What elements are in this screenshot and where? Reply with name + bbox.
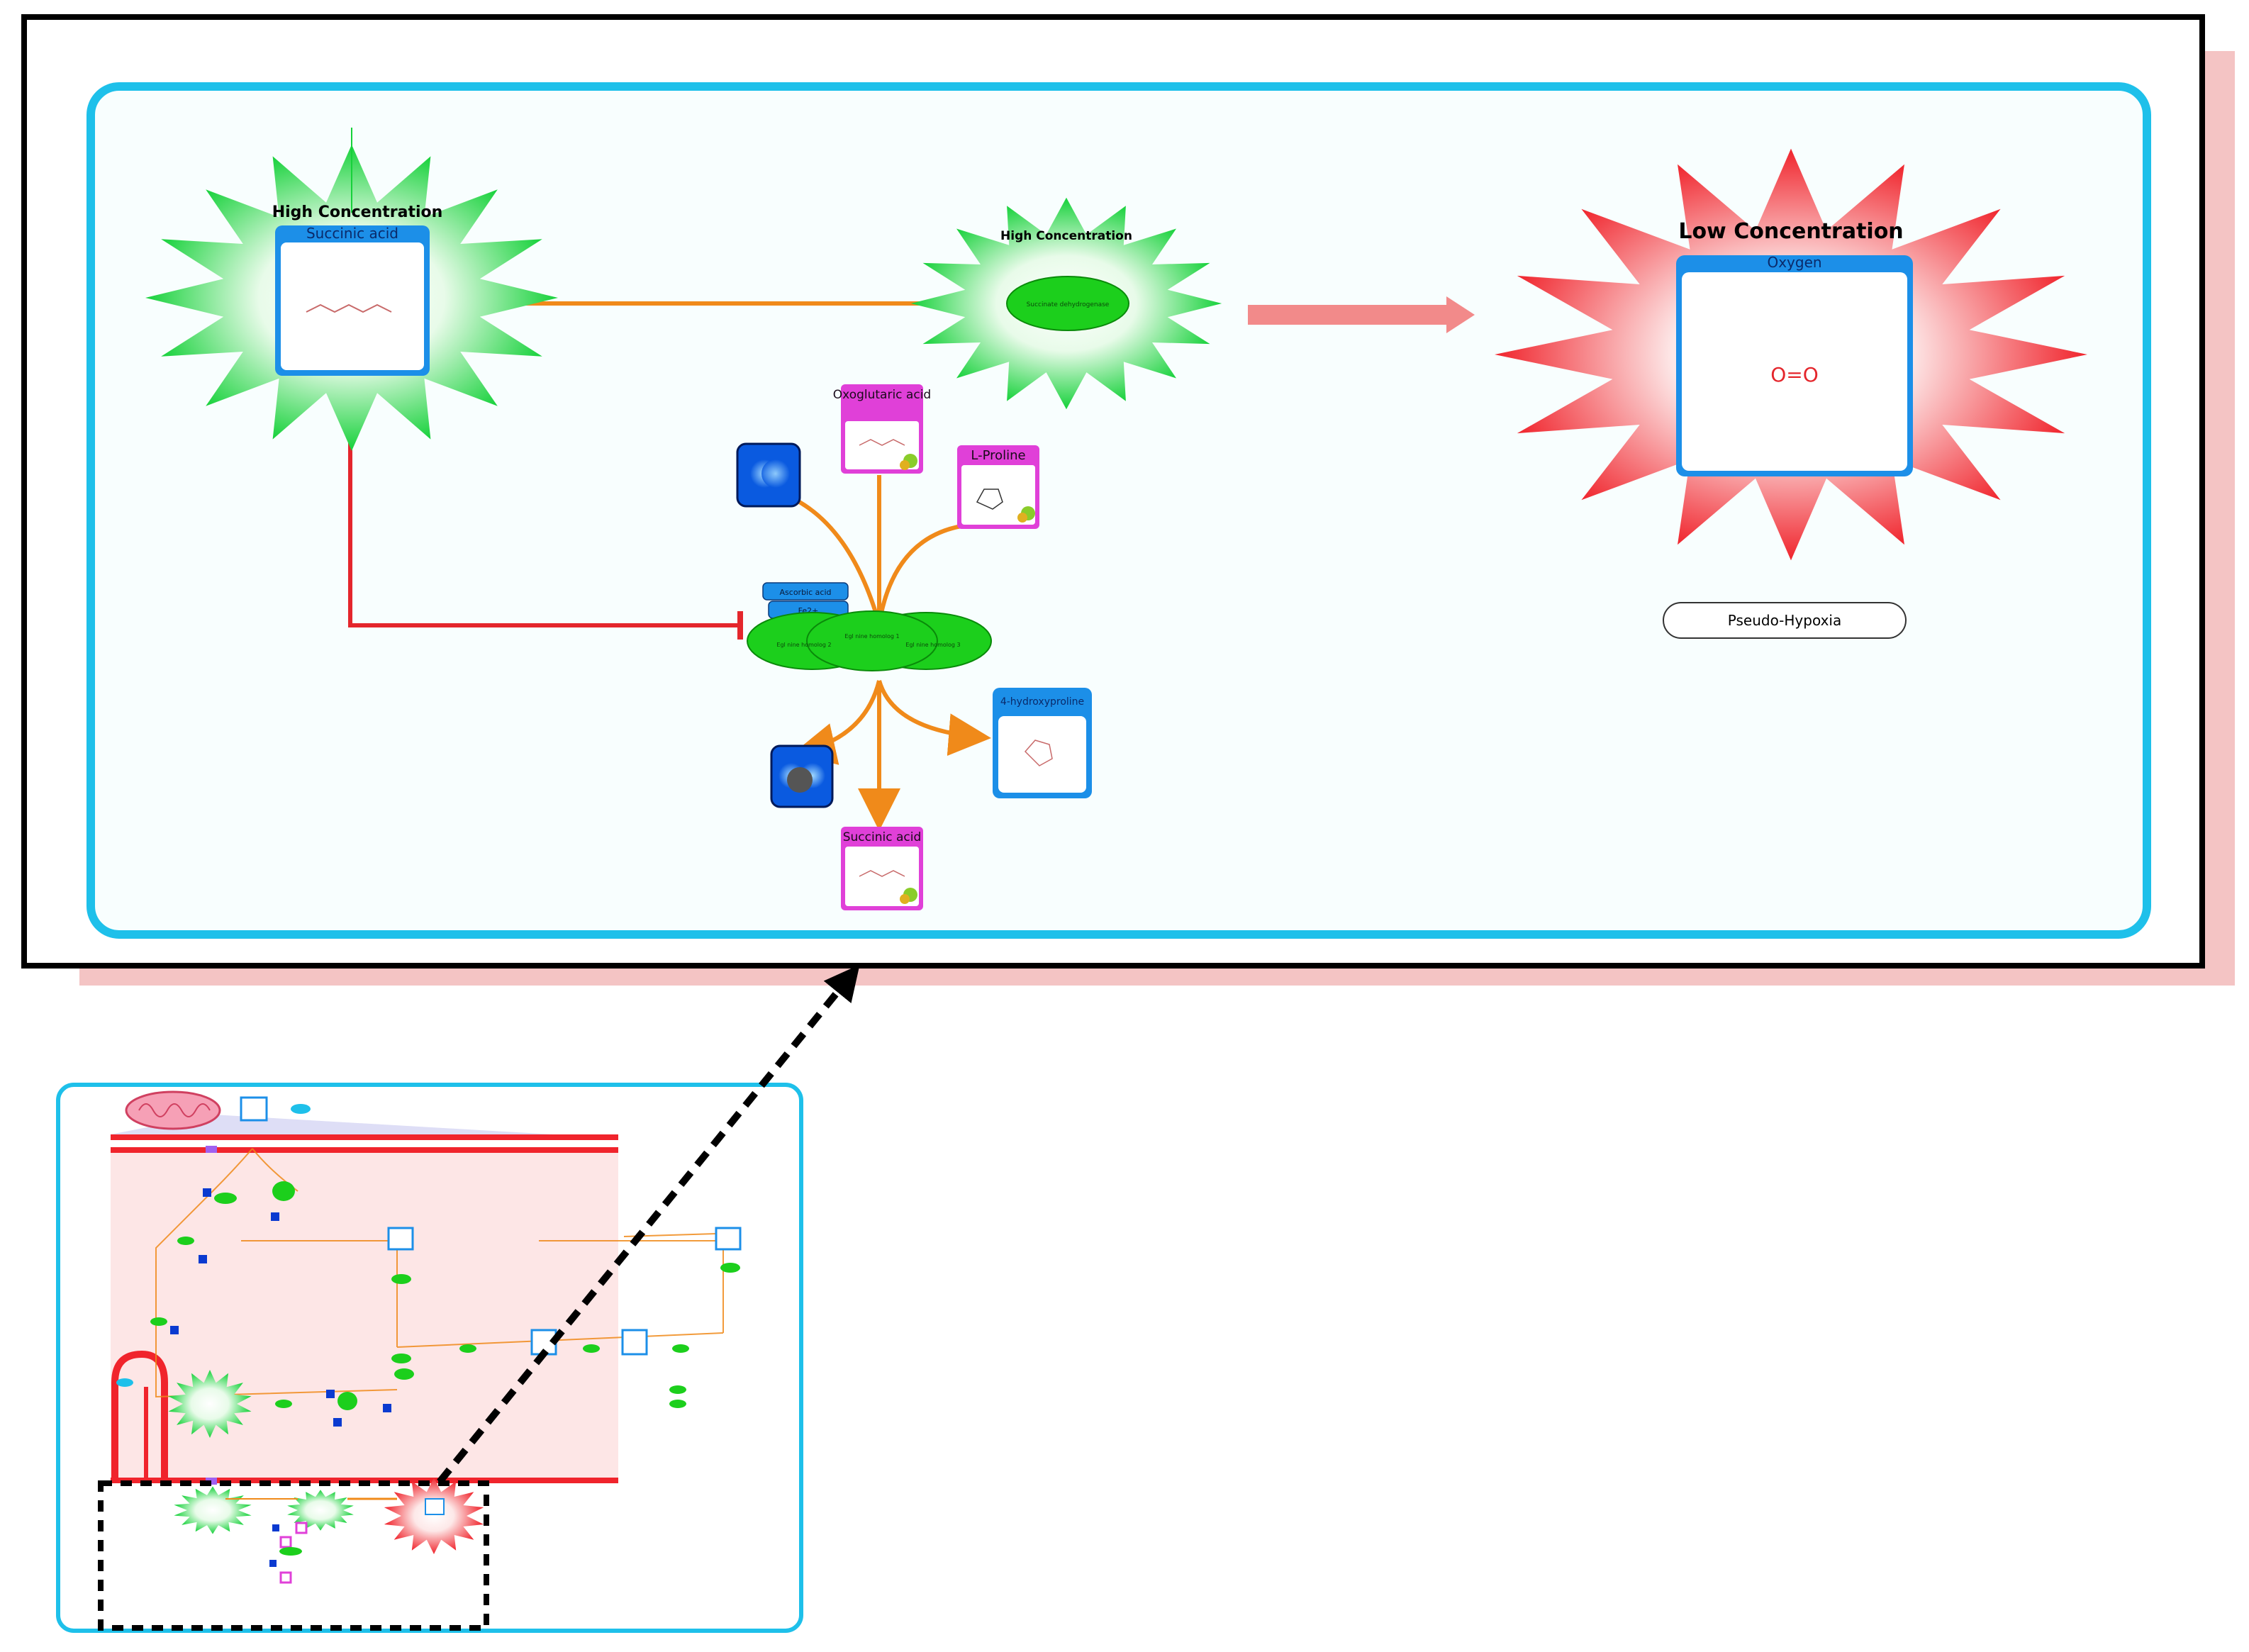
- overview-nodes: [116, 1146, 742, 1485]
- ascorbic-acid-tag[interactable]: [762, 582, 849, 601]
- inhibition-edge: [348, 377, 737, 627]
- overview-red-burst: [384, 1478, 484, 1554]
- succinic-acid-output-node[interactable]: Succinic acid: [841, 827, 923, 910]
- pseudo-hypoxia-arrow: [1248, 296, 1475, 333]
- enzyme-label: Egl nine homolog 2: [776, 642, 831, 648]
- carbon-dioxide-molecule-icon[interactable]: [770, 744, 834, 808]
- burst-label: Low Concentration: [1678, 219, 1903, 244]
- oxygen-structure: O=O: [1770, 363, 1819, 386]
- pseudo-hypoxia-label: Pseudo-Hypoxia: [1728, 612, 1841, 629]
- overview-membrane: [111, 1115, 553, 1134]
- metabolite-title: Oxygen: [1767, 254, 1821, 271]
- egln-enzyme-node[interactable]: [806, 610, 938, 671]
- enzyme-label: Egl nine homolog 1: [844, 633, 899, 640]
- mitochondrion-icon: [125, 1090, 221, 1130]
- cofactor-label: Ascorbic acid: [780, 588, 832, 597]
- oxygen-input-edge: [787, 494, 881, 625]
- oxoglutaric-acid-node[interactable]: Oxoglutaric acid: [833, 384, 931, 474]
- hydroxyproline-edge: [877, 680, 991, 757]
- enzyme-label: Egl nine homolog 3: [905, 642, 960, 648]
- node-label: Oxoglutaric acid: [833, 388, 931, 402]
- overview-green-burst: [168, 1370, 252, 1438]
- oxygen-molecule-icon[interactable]: [736, 442, 801, 508]
- zoom-pointer-arrow: [437, 964, 860, 1485]
- sdh-enzyme-node[interactable]: [1006, 276, 1129, 331]
- overview-zoomed-section: [225, 1497, 445, 1584]
- oxygen-burst: Low Concentration Oxygen O=O: [1495, 148, 2087, 561]
- node-label: Succinic acid: [843, 830, 922, 844]
- zoom-region-box: [98, 1480, 489, 1631]
- succinic-acid-burst: High Concentration Succinic acid: [145, 128, 558, 451]
- node-label: L-Proline: [971, 448, 1025, 463]
- l-proline-node[interactable]: L-Proline: [957, 445, 1039, 529]
- hydroxyproline-node[interactable]: 4-hydroxyproline: [993, 688, 1092, 798]
- enzyme-text: Succinate dehydrogenase: [1027, 301, 1110, 308]
- succinic-structure: [306, 303, 392, 313]
- metabolite-title: Succinic acid: [306, 225, 398, 242]
- pseudo-hypoxia-pill[interactable]: [1663, 602, 1907, 639]
- overview-green-burst: [287, 1490, 354, 1531]
- burst-label: High Concentration: [272, 203, 443, 221]
- proline-edge: [877, 524, 962, 625]
- node-label: 4-hydroxyproline: [1000, 696, 1084, 708]
- overview-pathway-lines: [155, 1148, 724, 1398]
- burst-label: High Concentration: [1000, 229, 1132, 243]
- enzyme-burst: High Concentration Succinate dehydrogena…: [910, 197, 1222, 410]
- overview-matrix-region: [111, 1149, 618, 1479]
